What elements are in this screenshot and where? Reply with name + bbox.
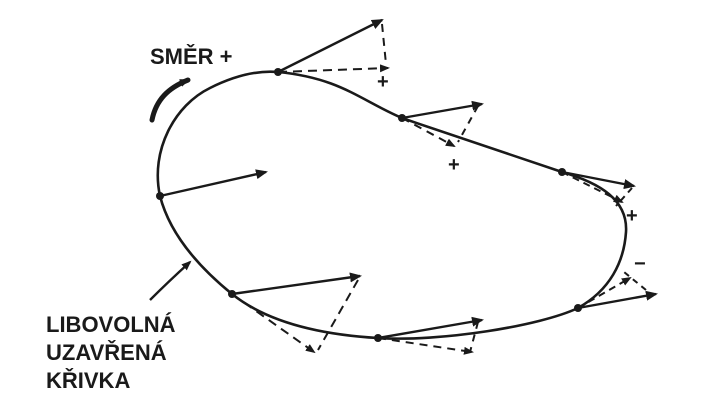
plus-sign-2: +	[448, 154, 460, 176]
vector-group-3	[561, 170, 636, 207]
curved-arrow-icon	[149, 77, 191, 123]
vector-group-2	[401, 100, 484, 147]
plus-sign-3: +	[626, 205, 638, 227]
closed-curve	[156, 70, 628, 340]
curve-label-line2: UZAVŘENÁ	[46, 340, 167, 365]
pointer-arrow-icon	[149, 260, 192, 301]
vector-group-4	[577, 271, 658, 310]
direction-label: SMĚR +	[150, 44, 233, 69]
minus-sign: −	[634, 253, 646, 275]
plus-sign-1: +	[377, 71, 389, 93]
vector-group-6	[231, 272, 362, 354]
curve-label-line1: LIBOVOLNÁ	[46, 312, 176, 337]
vector-group-1	[277, 18, 390, 74]
curve-label-line3: KŘIVKA	[46, 368, 130, 393]
curve-points	[156, 68, 582, 342]
vector-group-7	[159, 169, 268, 198]
vector-group-5	[377, 316, 484, 355]
